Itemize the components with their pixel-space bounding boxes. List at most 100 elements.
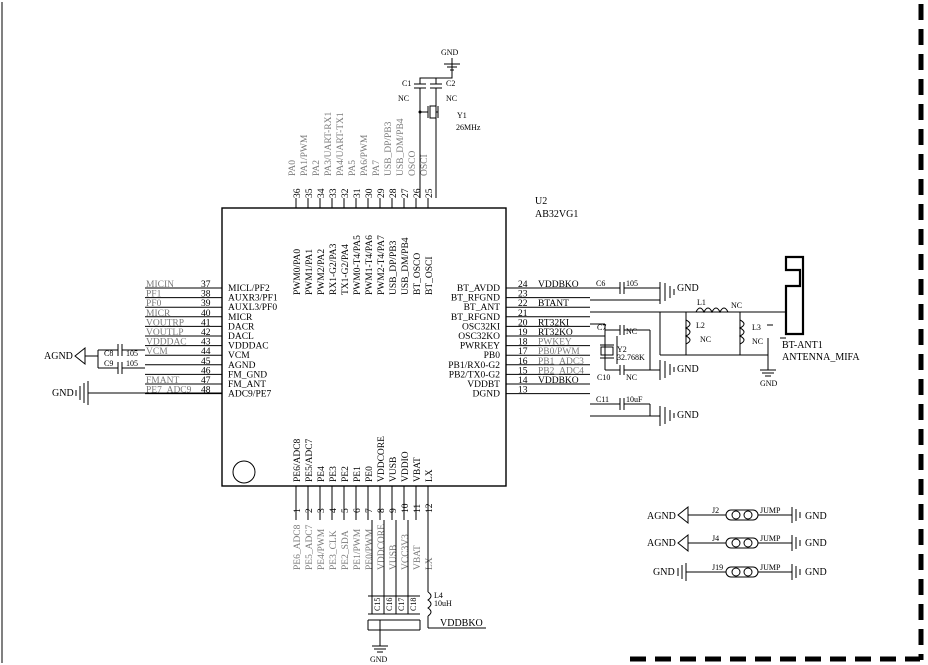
- net-label-left: MICIN: [146, 280, 174, 290]
- pin-number-top: 26: [413, 188, 423, 198]
- pins-top: 36PA0PWM0/PA035PA1/PWMPWM1/PA134PA2PWM2/…: [288, 112, 435, 295]
- jumper-j4[interactable]: AGND GND J4 JUMP: [647, 533, 827, 553]
- net-label-top: USB_DM/PB4: [396, 118, 406, 176]
- net-label-left: PF1: [146, 290, 162, 300]
- pin-name-top: BT_OSCO: [413, 253, 423, 295]
- net-label-top: OSCO: [408, 151, 418, 176]
- pin-number-top: 28: [389, 188, 399, 198]
- gnd-label-ant: GND: [760, 379, 778, 388]
- l2-value: NC: [700, 335, 711, 344]
- pin-number-right: 22: [518, 299, 528, 309]
- svg-text:J2: J2: [712, 506, 719, 515]
- pin-number-top: 32: [341, 188, 351, 198]
- pin-name-right: PB1/RX0-G2: [448, 361, 500, 371]
- c18-label: C18: [409, 598, 418, 611]
- l4-value: 10uH: [434, 599, 452, 608]
- net-label-top: PA5: [348, 160, 358, 176]
- pin-name-right: VDDBT: [467, 380, 500, 390]
- pin-number-left: 46: [201, 366, 211, 376]
- c1-label: C1: [402, 79, 411, 88]
- agnd-label-left: AGND: [44, 351, 73, 362]
- y1-label: Y1: [457, 111, 467, 120]
- pin-number-top: 34: [317, 188, 327, 198]
- pin-name-right: OSC32KI: [462, 322, 500, 332]
- pin-name-right: PB0: [484, 351, 501, 361]
- pin-name-bottom: PE2: [341, 466, 351, 482]
- net-label-left: MICR: [146, 309, 171, 319]
- pin-name-right: DGND: [473, 390, 501, 400]
- pin-number-top: 33: [329, 188, 339, 198]
- y1-freq: 26MHz: [456, 123, 481, 132]
- chip-body[interactable]: [221, 207, 507, 487]
- c6-label: C6: [596, 279, 605, 288]
- svg-text:J4: J4: [712, 534, 719, 543]
- c8-label: C8: [104, 349, 113, 358]
- l3-label: L3: [752, 323, 761, 332]
- pin-number-right: 18: [518, 338, 528, 348]
- pin-number-right: 19: [518, 328, 528, 338]
- pin-number-left: 47: [201, 376, 211, 386]
- pin-name-bottom: PE5/ADC7: [305, 438, 315, 482]
- pin-number-bottom: 8: [377, 508, 387, 513]
- pin-name-top: RX1-G2/PA3: [329, 243, 339, 295]
- c11-label: C11: [596, 395, 609, 404]
- gnd-label-top: GND: [441, 48, 459, 57]
- svg-text:JUMP: JUMP: [760, 534, 781, 543]
- c6-value: 105: [626, 279, 638, 288]
- pin-number-left: 45: [201, 357, 211, 367]
- c2-label: C2: [446, 79, 455, 88]
- y2-freq: 32.768K: [617, 353, 645, 362]
- pin-number-right: 23: [518, 290, 528, 300]
- pin-name-right: PWRKEY: [460, 342, 500, 352]
- net-label-top: PA3/UART-RX1: [324, 112, 334, 176]
- pin-name-bottom: VDDCORE: [377, 436, 387, 482]
- pin-name-right: BT_RFGND: [451, 294, 500, 304]
- pin-number-bottom: 12: [425, 503, 435, 513]
- net-label-left: VOUTRP: [146, 318, 184, 328]
- net-label-top: PA0: [288, 160, 298, 176]
- pin-name-left: AUXR3/PF1: [228, 294, 278, 304]
- pin-name-left: ADC9/PE7: [228, 390, 272, 400]
- pin-number-bottom: 3: [317, 508, 327, 513]
- c9-label: C9: [104, 359, 113, 368]
- c16-label: C16: [385, 598, 394, 611]
- pin-name-bottom: VBAT: [413, 457, 423, 482]
- gnd-label-c10: GND: [677, 364, 699, 375]
- pin-name-right: BT_RFGND: [451, 313, 500, 323]
- net-label-bottom: PE0/PWM: [365, 528, 375, 570]
- pin-name-bottom: VDDIO: [401, 451, 411, 482]
- pin-number-right: 13: [518, 386, 528, 396]
- pin-name-top: BT_OSCI: [425, 256, 435, 295]
- pin-number-left: 39: [201, 299, 211, 309]
- pin-number-left: 41: [201, 318, 211, 328]
- net-label-bottom: PE2_SDA: [341, 530, 351, 570]
- net-label-top: PA6/PWM: [360, 134, 370, 176]
- pin-name-top: TX1-G2/PA4: [341, 244, 351, 295]
- c1-value: NC: [398, 94, 409, 103]
- net-label-right: VDDBKO: [538, 280, 579, 290]
- svg-text:AGND: AGND: [647, 511, 676, 522]
- jumper-j19[interactable]: GND GND J19 JUMP: [653, 563, 827, 581]
- pin-number-left: 37: [201, 280, 211, 290]
- pin-name-left: DACR: [228, 322, 255, 332]
- net-label-bottom: PE6_ADC8: [293, 524, 303, 570]
- net-label-bottom: PE3_CLK: [329, 530, 339, 570]
- pin-number-left: 43: [201, 338, 211, 348]
- jumper-j2[interactable]: AGND GND J2 JUMP: [647, 505, 827, 525]
- svg-text:AGND: AGND: [647, 538, 676, 549]
- svg-text:J19: J19: [712, 563, 723, 572]
- bottom-passives: GND C15 C16 C17 C18 L4 10uH VDDBKO: [367, 520, 486, 664]
- gnd-label-left: GND: [52, 388, 74, 399]
- net-label-right: RT32KO: [538, 328, 573, 338]
- chip-part: AB32VG1: [535, 209, 578, 220]
- svg-text:GND: GND: [653, 567, 675, 578]
- pin-number-bottom: 1: [293, 508, 303, 513]
- l2-label: L2: [696, 321, 705, 330]
- vddbko-bottom: VDDBKO: [440, 618, 483, 629]
- pin-name-bottom: LX: [425, 469, 435, 482]
- pin-number-right: 17: [518, 347, 528, 357]
- pin-number-top: 29: [377, 188, 387, 198]
- pin-number-right: 15: [518, 366, 528, 376]
